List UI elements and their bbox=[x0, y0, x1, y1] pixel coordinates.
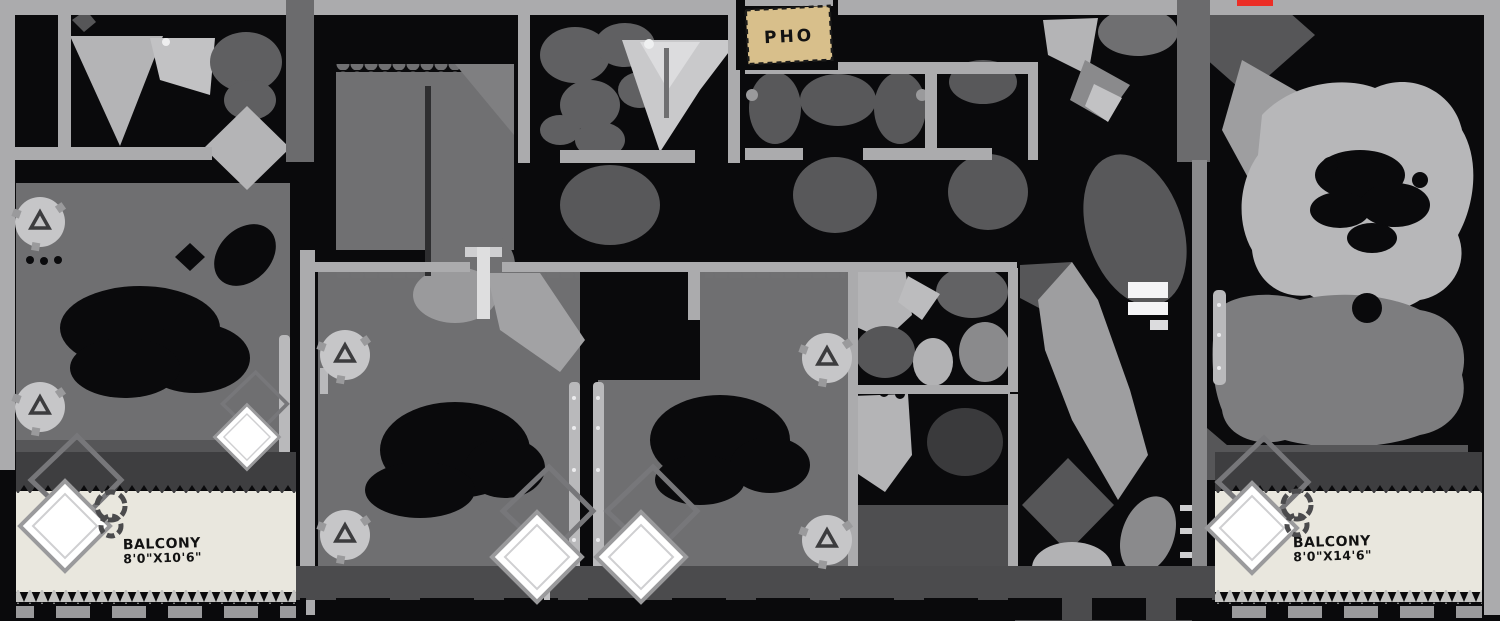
entry-vestibule bbox=[1179, 0, 1315, 95]
top-wall-right bbox=[838, 0, 1500, 15]
closet-c bbox=[746, 72, 928, 233]
balcony-left: BALCONY 8'0"X10'6" bbox=[16, 436, 296, 618]
door-swing bbox=[487, 273, 585, 372]
door-swing bbox=[793, 157, 877, 233]
living-room-right bbox=[1179, 0, 1474, 480]
bedroom-2 bbox=[593, 382, 810, 582]
room-e bbox=[1043, 8, 1187, 306]
left-wall bbox=[0, 0, 15, 470]
wardrobe-strip bbox=[593, 382, 604, 582]
column bbox=[286, 0, 314, 162]
sawtooth-trim bbox=[1215, 590, 1482, 604]
column bbox=[1177, 0, 1210, 162]
sink-counter bbox=[150, 38, 215, 95]
pho-box: PHO bbox=[736, 0, 838, 70]
pho-box-frame bbox=[744, 4, 834, 66]
bedroom-1 bbox=[320, 273, 585, 582]
entry-marker-red bbox=[1237, 0, 1273, 6]
right-wall bbox=[1484, 15, 1500, 615]
door-swing bbox=[204, 106, 290, 190]
bed-group bbox=[1212, 294, 1465, 447]
room-a-bed bbox=[336, 64, 515, 323]
balcony-right-label: BALCONY bbox=[1293, 533, 1372, 551]
room-b bbox=[540, 23, 738, 245]
bottom-window-band bbox=[296, 556, 1215, 620]
toilet bbox=[210, 32, 282, 92]
wardrobe-strip bbox=[1213, 290, 1226, 385]
sawtooth-trim bbox=[1215, 480, 1482, 493]
sawtooth-trim bbox=[16, 480, 296, 493]
sink bbox=[852, 394, 912, 492]
bathroom-center bbox=[852, 266, 1011, 386]
toilet-room bbox=[852, 387, 1003, 492]
sawtooth-trim bbox=[16, 590, 296, 604]
balcony-left-dimensions: 8'0"X10'6" bbox=[123, 549, 202, 566]
pillar bbox=[477, 247, 490, 319]
door-swing bbox=[1038, 262, 1148, 500]
service-area bbox=[1015, 262, 1192, 621]
balcony-left-label: BALCONY bbox=[123, 535, 202, 553]
pho-label: PHO bbox=[764, 26, 815, 49]
wardrobe-strip bbox=[279, 335, 290, 455]
balcony-right: BALCONY 8'0"X14'6" bbox=[1207, 438, 1482, 618]
door-swing bbox=[560, 165, 660, 245]
balcony-right-dimensions: 8'0"X14'6" bbox=[1293, 547, 1372, 564]
top-wall-left bbox=[0, 0, 738, 15]
door-swing bbox=[1083, 154, 1187, 306]
sink bbox=[1043, 18, 1098, 75]
shower-area bbox=[70, 36, 163, 146]
vanity bbox=[622, 40, 738, 152]
door-swing bbox=[948, 154, 1028, 230]
fixture-white bbox=[1128, 282, 1168, 298]
left-bedroom bbox=[26, 224, 290, 455]
bathroom-top-left bbox=[70, 10, 290, 190]
door-swing bbox=[413, 267, 497, 323]
